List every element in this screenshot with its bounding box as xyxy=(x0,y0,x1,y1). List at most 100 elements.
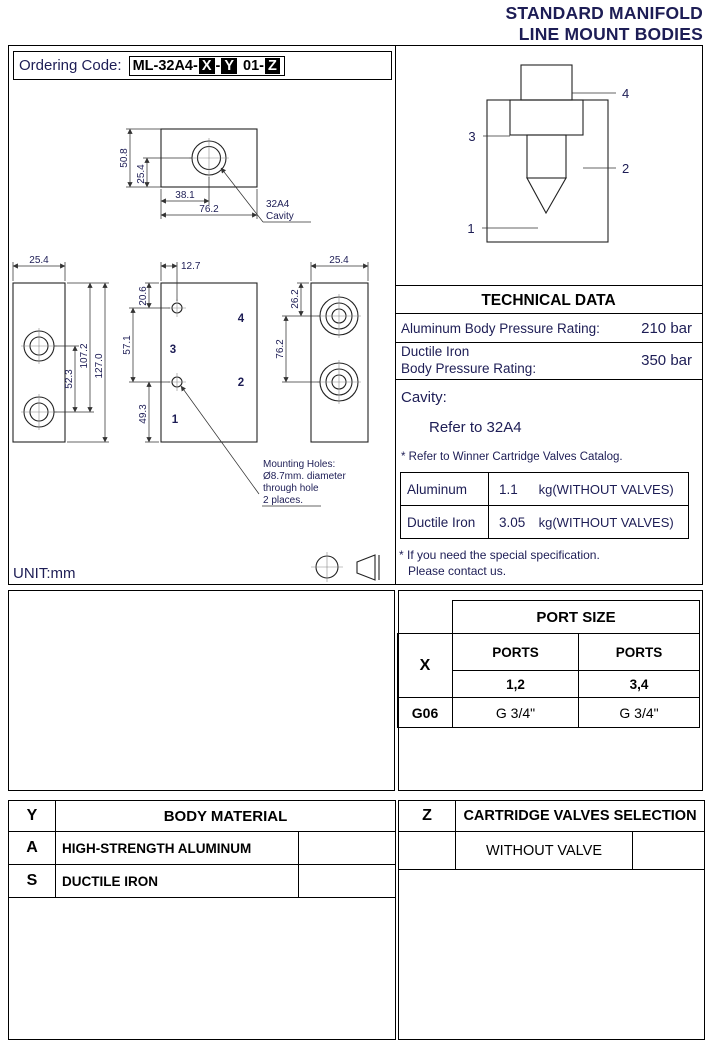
material-code-s: S xyxy=(8,864,56,898)
mounting-note-line1: Mounting Holes: xyxy=(263,459,335,470)
schematic-port-4: 4 xyxy=(622,86,629,101)
port-label-4: 4 xyxy=(238,313,245,325)
special-note-line2: Please contact us. xyxy=(408,563,507,578)
unit-label: UNIT:mm xyxy=(13,565,76,582)
ductile-pressure-label-line1: Ductile Iron xyxy=(401,344,470,360)
port-size-title: PORT SIZE xyxy=(452,600,700,634)
filler-row xyxy=(8,897,396,1040)
dim-26-2: 26.2 xyxy=(290,289,301,309)
code-prefix: ML-32A4- xyxy=(132,57,198,74)
weight-material-aluminum: Aluminum xyxy=(400,472,489,506)
third-angle-projection-icon xyxy=(311,552,380,582)
cartridge-valves-table: Z CARTRIDGE VALVES SELECTION WITHOUT VAL… xyxy=(398,800,705,1040)
page-title-line2: LINE MOUNT BODIES xyxy=(518,23,703,44)
cavity-value: Refer to 32A4 xyxy=(429,419,522,436)
front-view: 4 3 2 1 12.7 20.6 57.1 49.3 xyxy=(122,261,258,443)
dim-76-2-top: 76.2 xyxy=(199,204,219,215)
top-view: 50.8 25.4 38.1 76.2 32A4 Cavity xyxy=(119,128,311,223)
empty-cell xyxy=(398,831,456,870)
weight-value-aluminum: 1.1 xyxy=(499,481,518,497)
section-divider xyxy=(395,46,396,584)
cartridge-header-row: Z CARTRIDGE VALVES SELECTION xyxy=(398,800,705,832)
port-size-value-34: G 3/4" xyxy=(578,697,700,728)
body-material-header-row: Y BODY MATERIAL xyxy=(8,800,396,832)
cavity-callout-line1: 32A4 xyxy=(266,199,290,210)
material-name-aluminum: HIGH-STRENGTH ALUMINUM xyxy=(55,831,299,865)
empty-cell xyxy=(632,831,705,870)
cavity-schematic: 4 3 2 1 xyxy=(467,64,629,243)
cartridge-title: CARTRIDGE VALVES SELECTION xyxy=(455,800,705,832)
page-title-line1: STANDARD MANIFOLD xyxy=(505,3,703,23)
weights-table: Aluminum 1.1 kg(WITHOUT VALVES) Ductile … xyxy=(400,472,689,539)
body-material-row-a: A HIGH-STRENGTH ALUMINUM xyxy=(8,831,396,865)
mounting-note-line2: Ø8.7mm. diameter xyxy=(263,471,346,482)
page-title: STANDARD MANIFOLD LINE MOUNT BODIES xyxy=(506,3,704,44)
mounting-note-line4: 2 places. xyxy=(263,495,303,506)
port-code-g06: G06 xyxy=(397,697,453,728)
technical-drawing: 50.8 25.4 38.1 76.2 32A4 Cavity xyxy=(12,128,380,582)
cavity-label: Cavity: xyxy=(401,389,447,406)
filler-cell xyxy=(8,897,396,1040)
drawing-section: Ordering Code: ML-32A4- X - Y 01- Z xyxy=(8,45,703,585)
dim-57-1: 57.1 xyxy=(122,335,133,355)
dim-52-3: 52.3 xyxy=(64,369,75,389)
code-mid: 01- xyxy=(243,57,264,74)
ports-12-header: PORTS xyxy=(452,633,579,671)
filler-cell xyxy=(398,869,705,1040)
ports-34-header: PORTS xyxy=(578,633,700,671)
weight-unit-ductile: kg(WITHOUT VALVES) xyxy=(538,514,674,530)
ports-12-label: 1,2 xyxy=(452,670,579,698)
cartridge-z-header: Z xyxy=(398,800,456,832)
code-y-box: Y xyxy=(221,57,238,74)
aluminum-pressure-value: 210 bar xyxy=(641,319,692,337)
weight-value-cell: 1.1 kg(WITHOUT VALVES) xyxy=(488,472,689,506)
schematic-port-1: 1 xyxy=(467,221,474,236)
mounting-holes-note: Mounting Holes: Ø8.7mm. diameter through… xyxy=(180,385,346,507)
ductile-pressure-label: Ductile Iron Body Pressure Rating: xyxy=(401,344,536,378)
weight-value-cell: 3.05 kg(WITHOUT VALVES) xyxy=(488,505,689,539)
weight-value-ductile: 3.05 xyxy=(499,514,526,530)
ductile-pressure-row: Ductile Iron Body Pressure Rating: 350 b… xyxy=(395,343,702,380)
weight-unit-aluminum: kg(WITHOUT VALVES) xyxy=(538,481,674,497)
filler-row xyxy=(398,869,705,1040)
port-label-3: 3 xyxy=(170,344,176,356)
body-material-table: Y BODY MATERIAL A HIGH-STRENGTH ALUMINUM… xyxy=(8,800,396,1040)
special-note-line1: * If you need the special specification. xyxy=(399,548,600,562)
technical-data-title: TECHNICAL DATA xyxy=(395,286,702,314)
weight-row-ductile: Ductile Iron 3.05 kg(WITHOUT VALVES) xyxy=(400,505,689,539)
dim-25-4-rightview: 25.4 xyxy=(329,255,349,266)
code-z-box: Z xyxy=(264,57,280,74)
ductile-pressure-value: 350 bar xyxy=(641,351,692,369)
body-material-row-s: S DUCTILE IRON xyxy=(8,864,396,898)
empty-corner-cell xyxy=(398,601,453,634)
cartridge-option-without-valve: WITHOUT VALVE xyxy=(455,831,633,870)
material-name-ductile: DUCTILE IRON xyxy=(55,864,299,898)
aluminum-pressure-row: Aluminum Body Pressure Rating: 210 bar xyxy=(395,314,702,343)
schematic-port-3: 3 xyxy=(468,129,475,144)
dim-25-4-leftview: 25.4 xyxy=(29,255,49,266)
empty-cell xyxy=(298,831,396,865)
cartridge-outline xyxy=(482,64,616,243)
cartridge-option-row: WITHOUT VALVE xyxy=(398,831,705,870)
empty-cell xyxy=(298,864,396,898)
body-material-title: BODY MATERIAL xyxy=(55,800,396,832)
dim-38-1: 38.1 xyxy=(175,190,195,201)
port-size-value-12: G 3/4" xyxy=(452,697,579,728)
ordering-code-box: Ordering Code: ML-32A4- X - Y 01- Z xyxy=(13,51,392,80)
dim-127-0: 127.0 xyxy=(94,353,105,378)
port-size-table: PORT SIZE X PORTS PORTS 1,2 3,4 G06 G 3/… xyxy=(397,600,700,728)
code-dash: - xyxy=(215,57,221,74)
weight-row-aluminum: Aluminum 1.1 kg(WITHOUT VALVES) xyxy=(400,472,689,506)
body-material-y-header: Y xyxy=(8,800,56,832)
ports-34-label: 3,4 xyxy=(578,670,700,698)
dim-12-7: 12.7 xyxy=(181,261,201,272)
special-note: * If you need the special specification.… xyxy=(399,548,702,579)
ordering-code-label: Ordering Code: xyxy=(19,57,122,74)
aluminum-pressure-label: Aluminum Body Pressure Rating: xyxy=(401,320,600,336)
port-size-x-header: X xyxy=(397,633,453,698)
empty-panel xyxy=(8,590,395,791)
weight-material-ductile: Ductile Iron xyxy=(400,505,489,539)
code-x-box: X xyxy=(198,57,215,74)
ductile-pressure-label-line2: Body Pressure Rating: xyxy=(401,361,537,376)
ordering-code-value: ML-32A4- X - Y 01- Z xyxy=(128,55,285,76)
